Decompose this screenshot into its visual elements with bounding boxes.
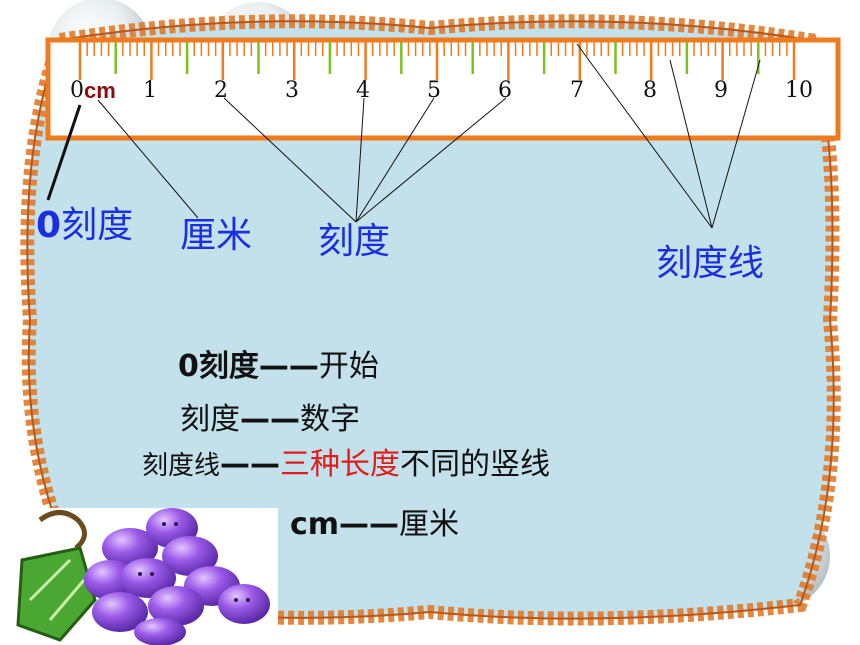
explanation-scale-dash: —— [240,402,300,437]
explanation-scale-line-highlight: 三种长度 [280,447,401,482]
label-zero-scale: 0刻度 [36,208,133,244]
label-scale: 刻度 [318,221,391,262]
label-centimeter: 厘米 [180,215,253,256]
ruler-number-10: 10 [785,78,813,103]
explanation-scale-line-dash: —— [220,447,281,482]
ruler-number-1: 1 [143,78,157,103]
explanation-scale: 刻度——数字 [180,405,360,435]
ruler-number-0: 0 [70,78,84,103]
ruler-number-6: 6 [498,78,512,103]
blue-panel [27,21,834,619]
explanation-cm-term: cm [290,507,340,542]
ruler-number-2: 2 [214,78,228,103]
pointer-lines [46,43,761,229]
label-zero-digit: 0 [36,205,62,246]
ruler-number-5: 5 [427,78,441,103]
ruler-number-9: 9 [714,78,728,103]
explanation-scale-line-rest: 不同的竖线 [400,447,551,482]
explanation-scale-term: 刻度 [180,402,240,437]
explanation-zero-meaning: 开始 [318,349,379,384]
ruler-unit-cm: cm [84,78,116,103]
ruler-number-8: 8 [643,78,657,103]
explanation-scale-line-term: 刻度线 [142,451,221,481]
ruler [45,37,841,141]
label-scale-line: 刻度线 [656,243,765,284]
explanation-scale-meaning: 数字 [300,402,360,437]
explanation-zero-dash: —— [258,349,319,384]
explanation-zero-term: 0刻度 [178,349,259,384]
ruler-number-7: 7 [570,78,584,103]
ruler-number-3: 3 [285,78,299,103]
explanation-cm-meaning: 厘米 [399,507,460,542]
grapes-clipart [0,508,278,645]
explanation-cm-dash: —— [339,507,400,542]
explanation-cm: cm——厘米 [290,510,459,540]
explanation-zero: 0刻度——开始 [178,352,379,382]
label-zero-text: 刻度 [61,205,134,246]
ruler-number-4: 4 [356,78,370,103]
explanation-scale-line: 刻度线——三种长度不同的竖线 [142,450,550,480]
